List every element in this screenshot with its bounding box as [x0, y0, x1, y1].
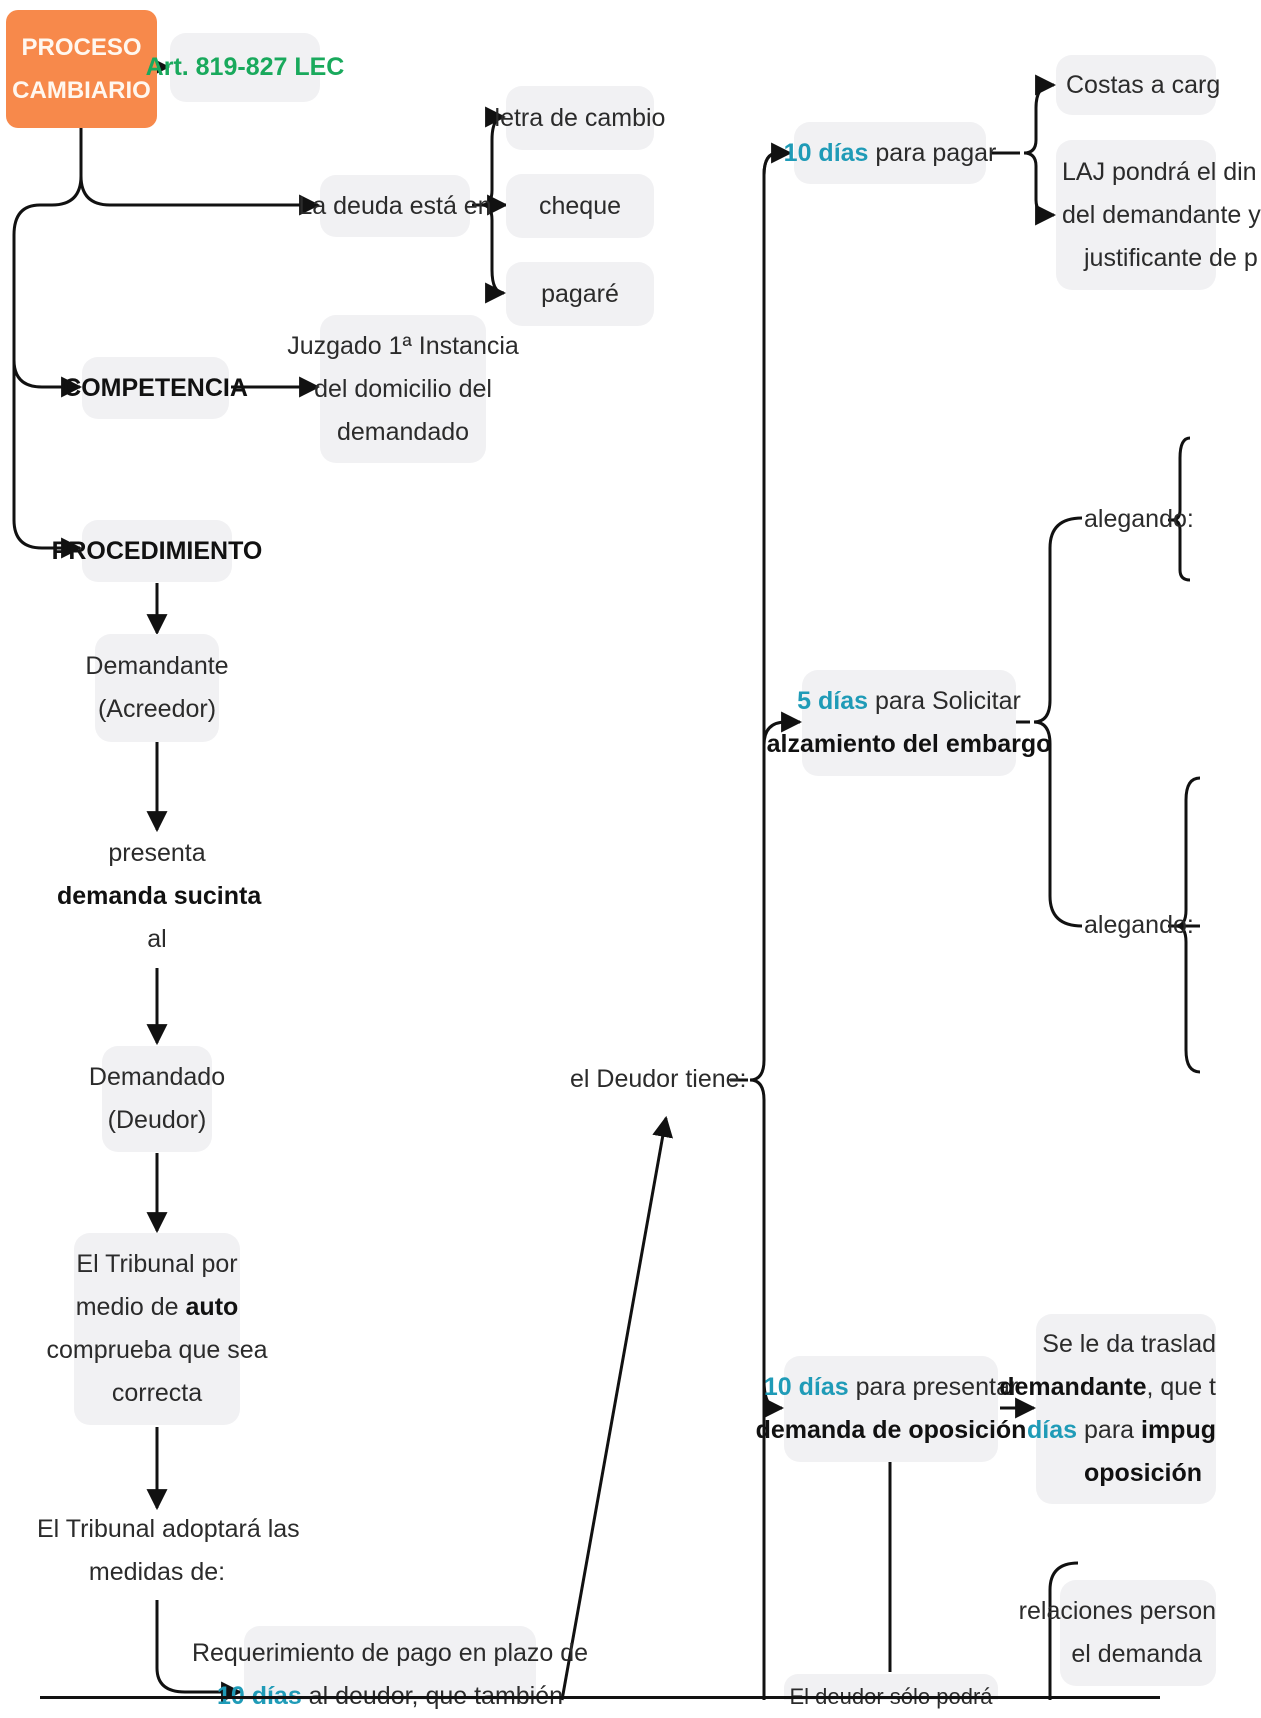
deuda-item-cheque: cheque — [506, 174, 654, 238]
demanda-sucinta: demanda sucinta — [57, 882, 262, 910]
alzamiento-days: 5 días — [797, 687, 869, 715]
demandante-box: Demandante (Acreedor) — [85, 634, 229, 742]
presenta-line: al — [147, 925, 167, 953]
pagar-text: para pagar — [868, 138, 997, 167]
article-reference: Art. 819-827 LEC — [146, 33, 344, 102]
relaciones-box: relaciones person el demanda — [1019, 1580, 1216, 1686]
laj-box: LAJ pondrá el din del demandante y justi… — [1056, 140, 1261, 290]
deuda-label-text: La deuda está en — [298, 191, 492, 220]
tribunal-line: El Tribunal por — [76, 1250, 238, 1278]
alzamiento-box: 5 días para Solicitar alzamiento del emb… — [767, 670, 1051, 776]
alzamiento-text: para Solicitar — [868, 687, 1021, 715]
tribunal-line: medio de auto — [76, 1286, 239, 1329]
oposicion-bold: demanda de oposición — [755, 1416, 1027, 1444]
demandado-line: (Deudor) — [107, 1106, 207, 1134]
traslado-line: Se le da traslad — [1042, 1330, 1216, 1358]
traslado-impug: impug — [1141, 1416, 1216, 1444]
relaciones-line: el demanda — [1071, 1640, 1202, 1668]
deuda-item-text: cheque — [538, 191, 622, 220]
juzgado-line: del domicilio del — [314, 374, 492, 403]
requerimiento-line: Requerimiento de pago en plazo de — [191, 1639, 589, 1667]
traslado-demandante: demandante — [999, 1373, 1147, 1401]
deuda-label: La deuda está en — [298, 175, 492, 237]
competencia-text: COMPETENCIA — [63, 373, 248, 402]
tribunal-text: medio de — [75, 1293, 186, 1321]
pagar-days: 10 días — [783, 138, 869, 167]
alegando-text: alegando: — [1084, 911, 1194, 939]
tribunal-line: comprueba que sea — [46, 1336, 268, 1364]
deudor-label-text: el Deudor tiene: — [570, 1065, 747, 1093]
bottom-divider — [40, 1696, 1160, 1699]
connector-lines — [12, 56, 1201, 1703]
auto-bold: auto — [185, 1293, 239, 1321]
traslado-days: días — [1027, 1416, 1078, 1444]
alzamiento-bold: alzamiento del embargo — [766, 730, 1052, 758]
deudor-tiene-label: el Deudor tiene: — [570, 1058, 747, 1101]
oposicion-box: 10 días para presentar demanda de oposic… — [756, 1356, 1026, 1462]
alegando-label-2: alegando: — [1084, 904, 1194, 947]
presenta-line: presenta — [108, 839, 206, 867]
juzgado-line: demandado — [336, 417, 470, 446]
medidas-line: El Tribunal adoptará las — [37, 1515, 300, 1543]
deuda-item-text: letra de cambio — [494, 103, 666, 132]
presenta-text: presenta demanda sucinta al — [57, 832, 262, 961]
laj-line: justificante de p — [1084, 243, 1258, 272]
pagar-box: 10 días para pagar — [784, 122, 996, 184]
traslado-box: Se le da traslad demandante, que t días … — [999, 1314, 1217, 1504]
deuda-item-text: pagaré — [541, 279, 619, 308]
traslado-text: para — [1077, 1416, 1141, 1444]
medidas-text: El Tribunal adoptará las medidas de: — [37, 1508, 300, 1594]
traslado-text: , que t — [1146, 1373, 1217, 1401]
alegando-label-1: alegando: — [1084, 498, 1194, 541]
article-text: Art. 819-827 LEC — [145, 53, 345, 81]
demandado-box: Demandado (Deudor) — [89, 1046, 225, 1152]
title-proceso-cambiario: PROCESO CAMBIARIO — [6, 10, 157, 128]
oposicion-days: 10 días — [763, 1373, 849, 1401]
juzgado-line: Juzgado 1ª Instancia — [287, 331, 519, 360]
procedimiento-text: PROCEDIMIENTO — [51, 536, 263, 565]
concept-map: PROCESO CAMBIARIO Art. 819-827 LEC La de… — [6, 10, 1261, 1710]
relaciones-line: relaciones person — [1018, 1597, 1216, 1625]
costas-text: Costas a carg — [1066, 70, 1221, 99]
oposicion-text: para presentar — [848, 1373, 1019, 1401]
traslado-oposicion: oposición — [1083, 1459, 1202, 1487]
title-line-1: PROCESO — [21, 34, 142, 61]
tribunal-line: correcta — [111, 1379, 203, 1407]
deuda-item-letra: letra de cambio — [495, 86, 665, 150]
laj-line: del demandante y — [1062, 200, 1261, 229]
tribunal-auto-box: El Tribunal por medio de auto comprueba … — [47, 1233, 268, 1425]
competencia-juzgado: Juzgado 1ª Instancia del domicilio del d… — [287, 315, 519, 463]
requerimiento-box: Requerimiento de pago en plazo de 10 día… — [192, 1626, 588, 1710]
title-line-2: CAMBIARIO — [12, 77, 151, 104]
medidas-line: medidas de: — [88, 1558, 226, 1586]
demandante-line: Demandante — [85, 652, 229, 680]
costas-box: Costas a carg — [1056, 55, 1220, 115]
demandado-line: Demandado — [88, 1063, 226, 1091]
laj-line: LAJ pondrá el din — [1062, 157, 1257, 186]
competencia-label: COMPETENCIA — [63, 357, 248, 419]
deuda-item-pagare: pagaré — [506, 262, 654, 326]
demandante-line: (Acreedor) — [97, 695, 217, 723]
alegando-text: alegando: — [1084, 505, 1194, 533]
procedimiento-label: PROCEDIMIENTO — [52, 520, 262, 582]
